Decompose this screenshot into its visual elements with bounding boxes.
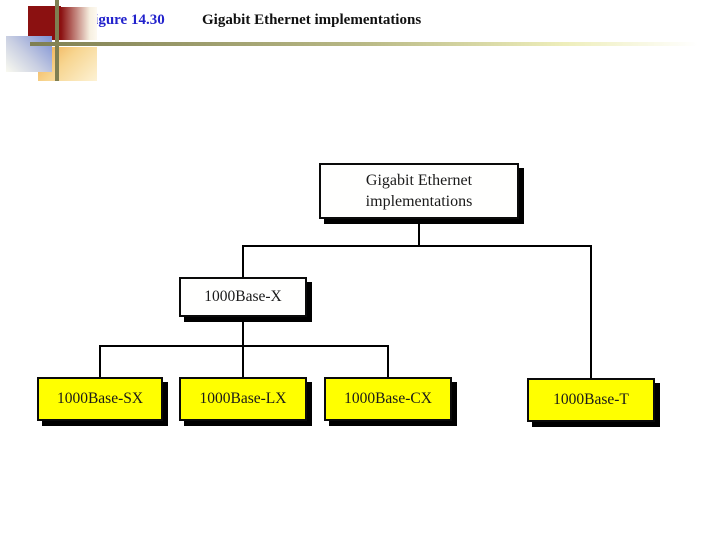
node-1000base-cx: 1000Base-CX — [324, 377, 452, 421]
node-1000base-x: 1000Base-X — [179, 277, 307, 317]
connector-to-1000basesx — [99, 345, 101, 378]
connector-level2-horizontal — [99, 345, 389, 347]
connector-root-down — [418, 219, 420, 247]
connector-level1-horizontal — [242, 245, 592, 247]
connector-to-1000basex — [242, 245, 244, 279]
header-rule — [30, 42, 698, 46]
connector-to-1000baset — [590, 245, 592, 379]
ornament-vertical-line — [55, 0, 59, 81]
slide-title: Gigabit Ethernet implementations — [202, 12, 422, 28]
node-gigabit-ethernet-implementations: Gigabit Ethernet implementations — [319, 163, 519, 219]
connector-1000basex-down — [242, 317, 244, 347]
node-1000base-sx: 1000Base-SX — [37, 377, 163, 421]
node-1000base-lx: 1000Base-LX — [179, 377, 307, 421]
figure-label: Figure 14.30 — [85, 12, 165, 28]
node-1000base-t: 1000Base-T — [527, 378, 655, 422]
connector-to-1000baselx — [242, 345, 244, 378]
ornament-fade-square — [61, 7, 97, 40]
connector-to-1000basecx — [387, 345, 389, 378]
